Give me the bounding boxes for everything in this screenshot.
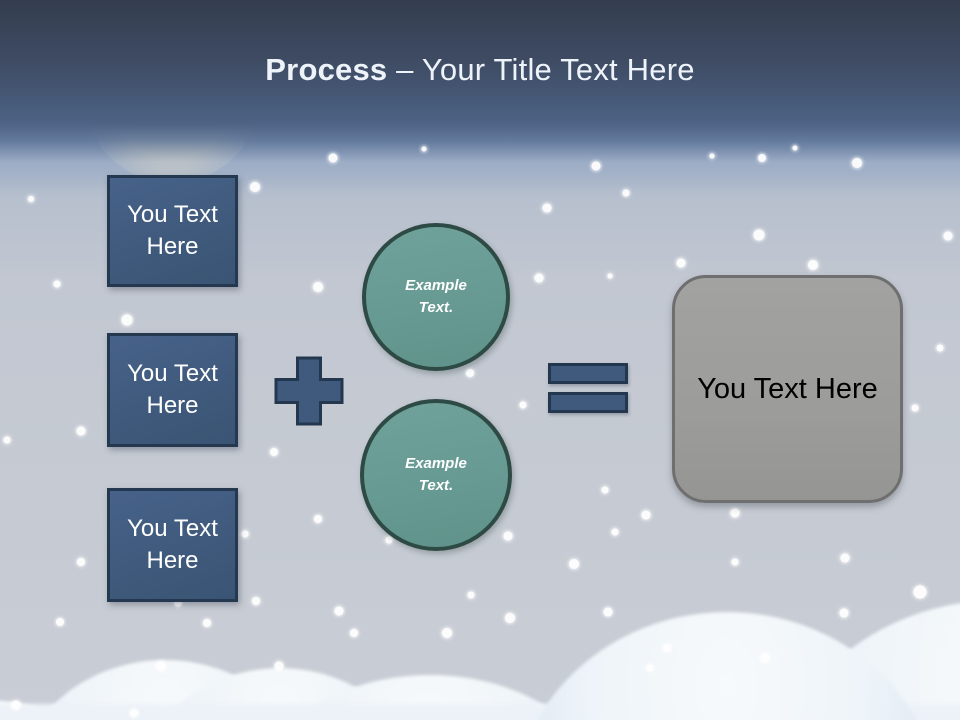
snowflake <box>591 161 601 171</box>
snowflake <box>753 229 765 241</box>
snowflake <box>503 531 513 541</box>
example-circle-label: Example Text. <box>405 455 467 494</box>
example-circle-1[interactable]: Example Text. <box>362 223 510 371</box>
snowflake <box>442 628 452 638</box>
snowflake <box>611 528 619 536</box>
snowflake <box>385 536 393 544</box>
snowflake <box>350 629 358 637</box>
snowflake <box>252 597 260 605</box>
snowflake <box>676 258 686 268</box>
snowflake <box>274 661 284 671</box>
snowflake <box>911 404 919 412</box>
snowflake <box>758 154 766 162</box>
snowflake <box>467 591 475 599</box>
step-box-1[interactable]: You Text Here <box>107 175 238 287</box>
snowflake <box>313 282 323 292</box>
snowflake <box>792 145 798 151</box>
slide-title[interactable]: Process – Your Title Text Here <box>0 52 960 88</box>
step-box-2[interactable]: You Text Here <box>107 333 238 447</box>
example-circle-label: Example Text. <box>405 277 467 316</box>
snowflake <box>730 508 740 518</box>
slide-title-emphasis: Process <box>265 52 388 87</box>
equals-bar <box>548 392 628 413</box>
result-box[interactable]: You Text Here <box>672 275 903 503</box>
snowflake <box>241 530 249 538</box>
step-box-label: You Text Here <box>127 360 218 419</box>
snowflake <box>542 203 552 213</box>
snowflake <box>77 558 85 566</box>
equals-bar <box>548 363 628 384</box>
snowflake <box>936 344 944 352</box>
snowflake <box>421 146 427 152</box>
snowflake <box>607 273 613 279</box>
snowflake <box>569 559 579 569</box>
snowflake <box>603 607 613 617</box>
snowflake <box>601 486 609 494</box>
snowflake <box>328 153 338 163</box>
snowflake <box>913 585 927 599</box>
snowflake <box>156 661 166 671</box>
slide-title-rest: – Your Title Text Here <box>396 52 695 87</box>
snowflake <box>56 618 64 626</box>
snowflake <box>839 608 849 618</box>
snowflake <box>203 619 211 627</box>
snowflake <box>76 426 86 436</box>
snowflake <box>709 153 715 159</box>
snowflake <box>466 369 474 377</box>
snowflake <box>28 196 34 202</box>
snowflake <box>3 436 11 444</box>
step-box-3[interactable]: You Text Here <box>107 488 238 602</box>
snowflake <box>519 401 527 409</box>
snowflake <box>641 510 651 520</box>
snowflake <box>174 599 182 607</box>
equals-icon <box>548 363 628 413</box>
snowflake <box>646 664 654 672</box>
snowflake <box>760 653 770 663</box>
snowflake <box>840 553 850 563</box>
snowflake <box>505 613 515 623</box>
result-box-label: You Text Here <box>697 372 878 405</box>
step-box-label: You Text Here <box>127 515 218 574</box>
snowflake <box>808 260 818 270</box>
snowflake <box>852 158 862 168</box>
snowflake <box>130 709 138 717</box>
snowflake <box>534 273 544 283</box>
snowflake <box>270 448 278 456</box>
snowflake <box>622 189 630 197</box>
snowflake <box>250 182 260 192</box>
plus-icon <box>272 354 346 428</box>
snowflake <box>334 606 344 616</box>
snowflake <box>121 314 133 326</box>
snowflake <box>663 644 671 652</box>
snowflake <box>731 558 739 566</box>
example-circle-2[interactable]: Example Text. <box>360 399 512 551</box>
header-band <box>0 0 960 200</box>
snowflake <box>53 280 61 288</box>
snowflake <box>314 515 322 523</box>
step-box-label: You Text Here <box>127 201 218 260</box>
snowflake <box>11 700 21 710</box>
snowflake <box>943 231 953 241</box>
